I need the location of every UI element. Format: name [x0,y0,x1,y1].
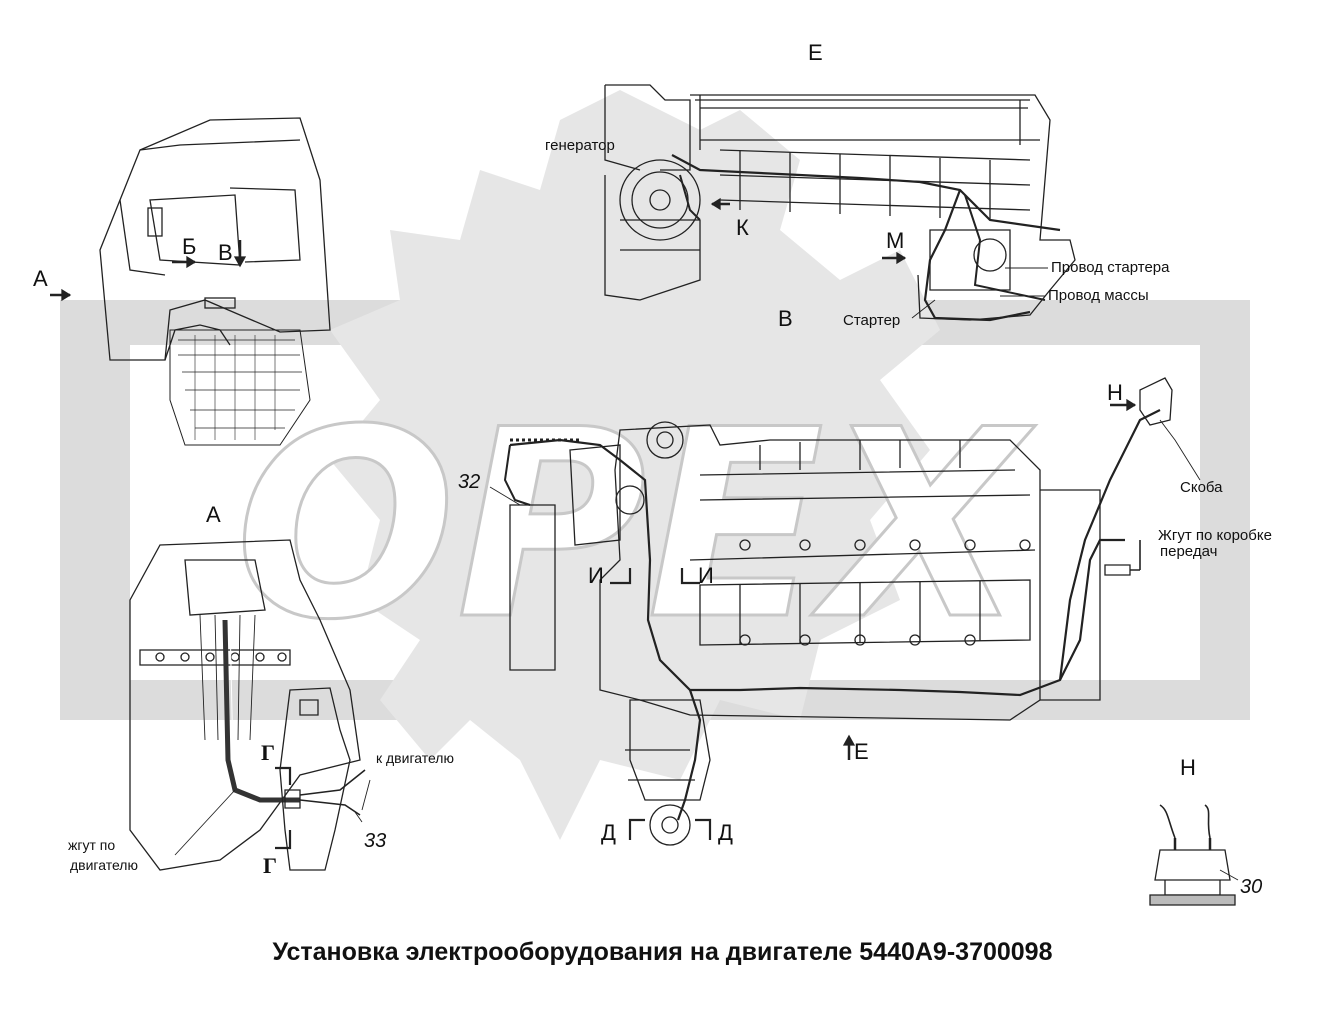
view-b-cab-label: Б [182,234,197,259]
engine-center-drawing [489,377,1201,846]
starter-wire-label: Провод стартера [1051,259,1170,276]
callout-32: 32 [458,471,481,493]
arrow-i-right [680,568,700,585]
view-a-lower-label: А [206,502,221,527]
arrow-i-left [610,568,632,585]
diagram-title: Установка электрооборудования на двигате… [272,938,1053,966]
view-k-label: К [736,215,749,240]
arrow-g-bottom [275,830,292,850]
cab-drawing [99,117,331,446]
to-engine-label: к двигателю [376,750,454,766]
starter-label: Стартер [843,312,901,329]
view-n-detail-label: Н [1180,755,1196,780]
view-g-bottom-label: Г [263,853,277,878]
engine-harness-label-line1: жгут по [68,837,116,853]
view-i-right-label: И [698,563,714,588]
view-m-label: М [886,228,905,253]
arrow-d-right [695,818,712,840]
view-d-left-label: Д [601,820,616,845]
view-e-top-label: Е [808,40,823,65]
ground-wire-label: Провод массы [1048,287,1149,304]
callout-30: 30 [1240,876,1263,898]
view-v-center-label: В [778,306,793,331]
view-e-bottom-label: Е [854,739,869,764]
callout-33: 33 [364,830,387,852]
detail-n-drawing [1149,804,1239,906]
view-n-arrow-label: Н [1107,380,1123,405]
generator-label: генератор [545,137,615,154]
watermark-logo: OPEX [60,90,1250,840]
arrow-g-top [275,766,292,785]
arrow-d-left [628,818,645,840]
view-a-left-label: А [33,266,48,291]
gearbox-harness-label-line2: передач [1160,543,1218,560]
bracket-label: Скоба [1180,479,1223,496]
engine-top-drawing [604,84,1076,322]
engine-harness-label-line2: двигателю [70,857,138,873]
view-v-cab-label: В [218,240,233,265]
detail-a-drawing [129,539,371,871]
view-d-right-label: Д [718,820,733,845]
gearbox-harness-label-line1: Жгут по коробке [1158,527,1272,544]
watermark-text: OPEX [235,375,1035,677]
view-i-left-label: И [588,563,604,588]
view-g-top-label: Г [261,740,275,765]
